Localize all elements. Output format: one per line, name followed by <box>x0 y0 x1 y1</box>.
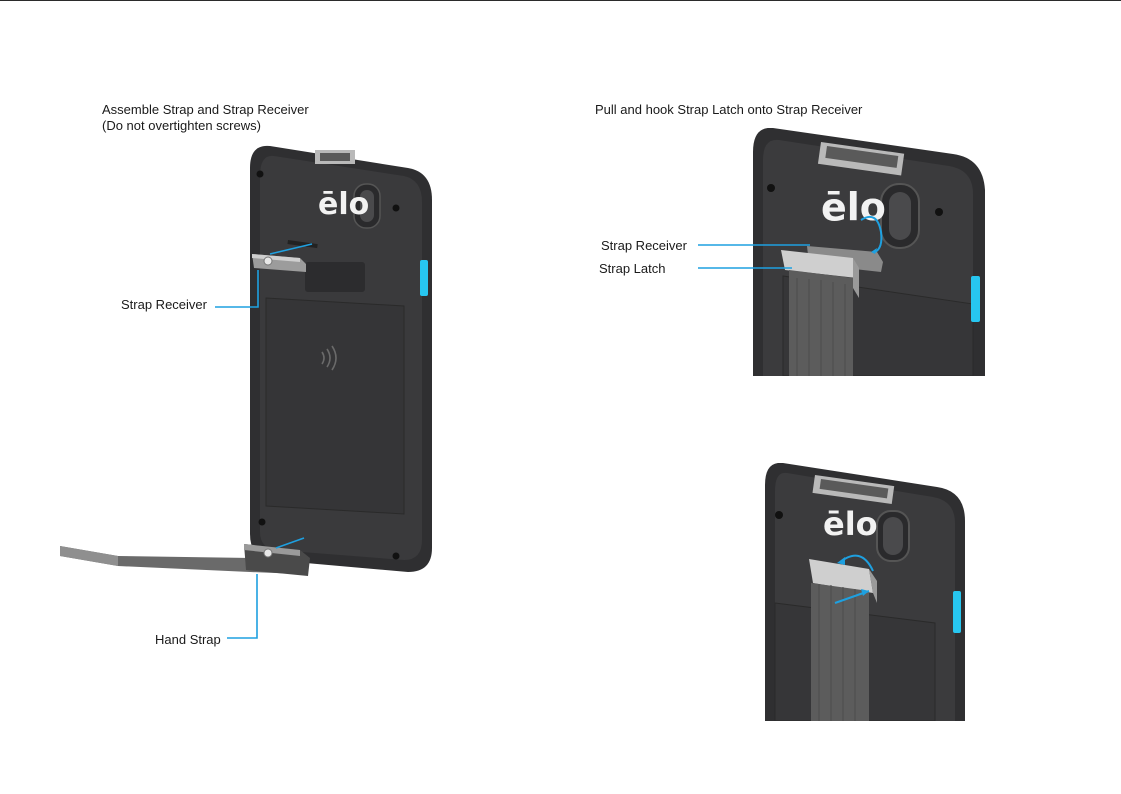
callout-label-hand-strap: Hand Strap <box>155 632 221 647</box>
latch-arrowhead-bottom <box>861 589 869 596</box>
hook-arrow <box>860 216 883 253</box>
device-back <box>250 145 432 572</box>
device-top-closeup <box>753 128 985 376</box>
callout-lines-right-top <box>698 244 810 269</box>
strap-receiver-part <box>252 240 318 272</box>
logo-elo: ēlo <box>318 187 369 222</box>
left-device-illustration: ēlo <box>60 145 432 639</box>
right-top-device-illustration: ēlo <box>753 128 985 376</box>
logo-elo-right-top: ēlo <box>821 185 886 229</box>
callout-lines-left <box>215 243 313 639</box>
device-bottom-closeup <box>765 463 965 721</box>
right-bottom-device-illustration: ēlo <box>765 463 965 721</box>
left-title: Assemble Strap and Strap Receiver <box>102 102 309 117</box>
callout-label-strap-receiver-right: Strap Receiver <box>601 238 687 253</box>
latch-arrowhead-top <box>837 557 845 565</box>
top-rule <box>0 0 1121 1</box>
hook-arrowhead <box>871 248 877 254</box>
hand-strap-part <box>60 544 310 576</box>
right-title: Pull and hook Strap Latch onto Strap Rec… <box>595 102 863 117</box>
callout-label-strap-receiver: Strap Receiver <box>121 297 207 312</box>
left-subtitle: (Do not overtighten screws) <box>102 118 261 133</box>
logo-elo-right-bottom: ēlo <box>823 505 878 543</box>
callout-label-strap-latch: Strap Latch <box>599 261 666 276</box>
